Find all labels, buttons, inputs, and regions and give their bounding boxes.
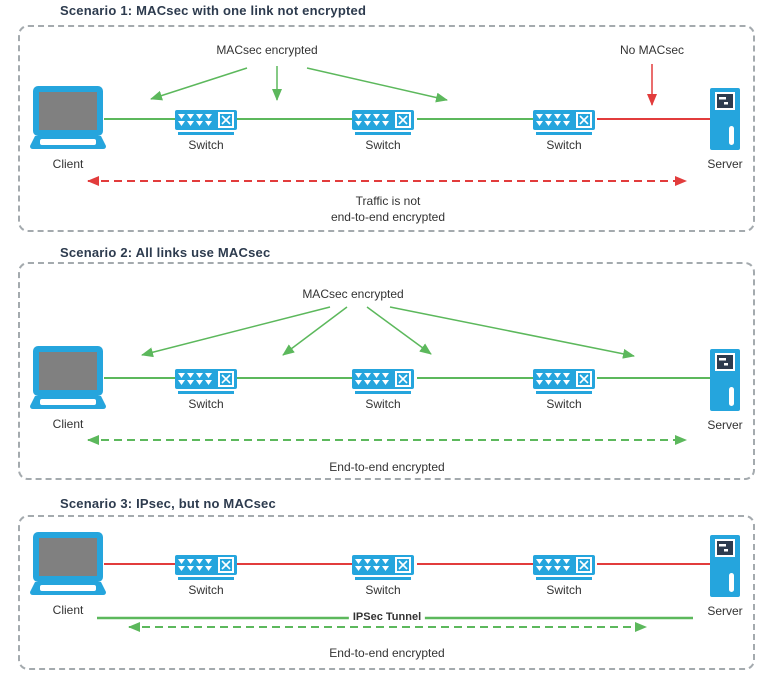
switch-icon <box>355 371 411 387</box>
switch-icon <box>536 112 592 128</box>
switch-node-1: Switch <box>175 110 237 152</box>
no-macsec-label: No MACsec <box>619 43 684 57</box>
switch-base <box>536 391 592 394</box>
s1-link-switch1-switch2 <box>237 118 352 120</box>
macsec-encrypted-label: MACsec encrypted <box>216 43 318 57</box>
scenario-3-boundary <box>18 515 755 670</box>
server-icon <box>710 349 740 411</box>
client-label: Client <box>52 417 84 431</box>
scenario-1-boundary <box>18 25 755 232</box>
client-label: Client <box>52 157 84 171</box>
switch-node-3: Switch <box>533 555 595 597</box>
s2-link-switch2-switch3 <box>417 377 533 379</box>
s2-link-client-switch1 <box>104 377 175 379</box>
switch-base <box>536 132 592 135</box>
switch-icon <box>178 557 234 573</box>
s2-link-switch3-server <box>597 377 710 379</box>
switch-icon <box>178 112 234 128</box>
switch-label: Switch <box>546 138 582 152</box>
scenario-2-title: Scenario 2: All links use MACsec <box>60 245 271 260</box>
switch-label: Switch <box>365 583 401 597</box>
switch-node-2: Switch <box>352 555 414 597</box>
scenario-3-title: Scenario 3: IPsec, but no MACsec <box>60 496 276 511</box>
s1-link-client-switch1 <box>104 118 175 120</box>
switch-node-2: Switch <box>352 110 414 152</box>
switch-node-3: Switch <box>533 110 595 152</box>
ipsec-tunnel-label: IPSec Tunnel <box>348 611 426 623</box>
server-label: Server <box>707 418 743 432</box>
laptop-icon <box>30 532 106 595</box>
switch-icon <box>536 557 592 573</box>
switch-node-1: Switch <box>175 369 237 411</box>
s3-link-client-switch1 <box>104 563 175 565</box>
server-icon <box>710 88 740 150</box>
server-node: Server <box>707 88 743 171</box>
switch-node-3: Switch <box>533 369 595 411</box>
switch-icon <box>355 557 411 573</box>
client-label: Client <box>52 603 84 617</box>
s1-note: Traffic is not end-to-end encrypted <box>330 194 446 224</box>
scenario-1-title: Scenario 1: MACsec with one link not enc… <box>60 3 367 18</box>
laptop-icon <box>30 346 106 409</box>
s2-link-switch1-switch2 <box>237 377 352 379</box>
switch-node-1: Switch <box>175 555 237 597</box>
s3-link-switch3-server <box>597 563 710 565</box>
switch-base <box>355 132 411 135</box>
macsec-encrypted-label: MACsec encrypted <box>302 287 404 301</box>
s3-note: End-to-end encrypted <box>329 646 445 660</box>
client-node: Client <box>30 532 106 617</box>
server-label: Server <box>707 157 743 171</box>
switch-base <box>178 577 234 580</box>
server-label: Server <box>707 604 743 618</box>
laptop-icon <box>30 86 106 149</box>
s3-link-switch2-switch3 <box>417 563 533 565</box>
switch-label: Switch <box>546 583 582 597</box>
s1-link-switch3-server <box>597 118 710 120</box>
switch-label: Switch <box>188 397 224 411</box>
s3-link-switch1-switch2 <box>237 563 352 565</box>
switch-base <box>355 391 411 394</box>
switch-base <box>178 132 234 135</box>
switch-label: Switch <box>188 138 224 152</box>
switch-label: Switch <box>188 583 224 597</box>
server-node: Server <box>707 349 743 432</box>
client-node: Client <box>30 346 106 431</box>
switch-label: Switch <box>546 397 582 411</box>
server-node: Server <box>707 535 743 618</box>
s2-note: End-to-end encrypted <box>329 460 445 474</box>
switch-base <box>178 391 234 394</box>
switch-icon <box>355 112 411 128</box>
server-icon <box>710 535 740 597</box>
switch-label: Switch <box>365 138 401 152</box>
switch-node-2: Switch <box>352 369 414 411</box>
switch-label: Switch <box>365 397 401 411</box>
switch-base <box>355 577 411 580</box>
switch-base <box>536 577 592 580</box>
scenario-2-boundary <box>18 262 755 480</box>
switch-icon <box>536 371 592 387</box>
s1-link-switch2-switch3 <box>417 118 533 120</box>
switch-icon <box>178 371 234 387</box>
client-node: Client <box>30 86 106 171</box>
